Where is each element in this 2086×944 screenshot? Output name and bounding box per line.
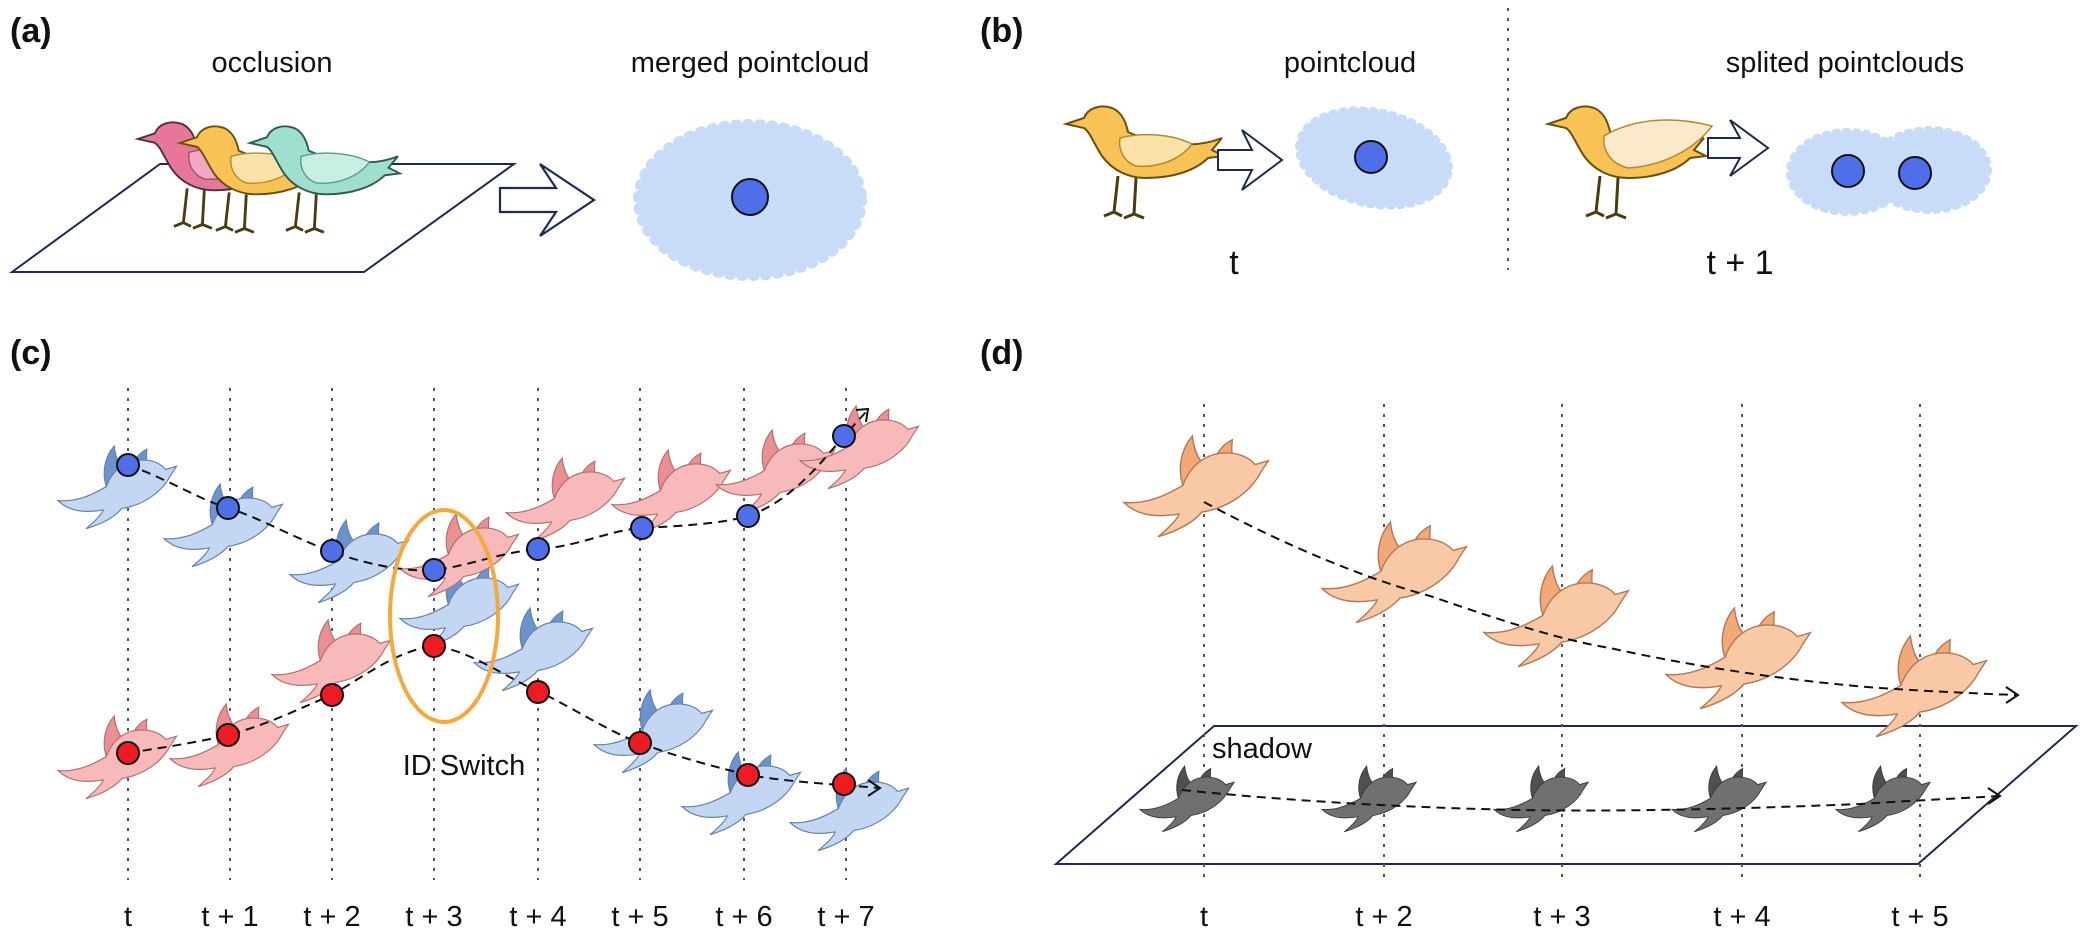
flight-trajectory	[1203, 501, 2017, 696]
ground-plane	[8, 163, 518, 273]
time-tick-label: t + 1	[201, 901, 258, 933]
blue-track-dot	[736, 504, 760, 528]
ground-plane	[1053, 725, 2079, 865]
red-track-dot	[526, 680, 550, 704]
split-pointclouds-caption: splited pointclouds	[1726, 47, 1965, 79]
peach-bird	[1483, 565, 1630, 668]
red-track-dot	[320, 683, 344, 707]
id-switch-label: ID Switch	[403, 750, 525, 782]
light-pink-bird	[715, 429, 836, 514]
pointcloud-caption: pointcloud	[1284, 47, 1416, 79]
yellow-bird-t1	[1547, 105, 1714, 220]
shadow-bird	[1671, 765, 1767, 833]
peach-bird	[1123, 435, 1270, 538]
red-track-dot	[422, 634, 446, 658]
panel-d: (d) shadow t t + 2 t + 3 t + 4 t + 5	[980, 334, 2079, 933]
time-gridlines	[1203, 404, 1921, 884]
time-tick-label: t + 4	[1713, 901, 1770, 933]
centroid-dot	[1831, 154, 1865, 188]
centroid-dot	[731, 178, 769, 216]
bird-silhouettes	[1123, 435, 1988, 833]
split-pointclouds	[1786, 126, 1992, 216]
blue-track-dot	[216, 496, 240, 520]
red-track-dot	[116, 741, 140, 765]
time-tick-label: t + 2	[1355, 901, 1412, 933]
arrow-icon	[1217, 129, 1284, 191]
panel-label: (c)	[10, 334, 52, 372]
blue-track-dot	[832, 424, 856, 448]
panel-label: (b)	[980, 12, 1023, 50]
red-track-dot	[832, 772, 856, 796]
centroid-dot	[1354, 140, 1388, 174]
time-tick-label: t + 3	[1533, 901, 1590, 933]
time-tick-label: t + 5	[1891, 901, 1948, 933]
time-tick-label: t + 4	[509, 901, 566, 933]
centroid-dot	[1898, 156, 1932, 190]
light-blue-bird	[163, 483, 284, 568]
time-tick-label: t	[124, 901, 132, 933]
peach-bird	[1665, 607, 1812, 710]
red-track-dot	[628, 731, 652, 755]
panel-a: (a) occlusion merged pointcloud	[8, 12, 870, 281]
light-blue-bird	[593, 689, 714, 774]
arrow-icon	[498, 163, 596, 237]
light-blue-bird	[681, 751, 802, 836]
blue-track-dot	[422, 558, 446, 582]
time-label-t1: t + 1	[1706, 244, 1773, 282]
panel-label: (a)	[10, 12, 52, 50]
id-switch-ellipse	[388, 508, 500, 724]
panel-b: (b) pointcloud splited pointclouds t t +…	[980, 8, 1992, 282]
arrowhead-icon	[867, 779, 882, 797]
shadow-bird	[1321, 765, 1417, 833]
panel-label: (d)	[980, 334, 1023, 372]
red-track-dot	[736, 763, 760, 787]
blue-track-dot	[116, 453, 140, 477]
time-tick-label: t + 5	[611, 901, 668, 933]
blue-track-dot	[320, 539, 344, 563]
merged-pointcloud	[633, 119, 867, 281]
shadow-bird	[1835, 765, 1931, 833]
merged-pointcloud-caption: merged pointcloud	[631, 47, 870, 79]
peach-bird	[1321, 521, 1468, 624]
time-axis-labels: t t + 1 t + 2 t + 3 t + 4 t + 5 t + 6 t + 7	[124, 901, 875, 933]
shadow-bird	[1139, 765, 1235, 833]
light-blue-bird	[473, 607, 594, 692]
peach-bird	[1841, 635, 1988, 738]
time-label-t: t	[1229, 244, 1239, 282]
time-tick-label: t + 2	[303, 901, 360, 933]
blue-track-dot	[526, 537, 550, 561]
time-tick-label: t + 3	[405, 901, 462, 933]
arrow-icon	[1707, 119, 1770, 177]
light-pink-bird	[611, 449, 732, 534]
blue-track-dot	[630, 516, 654, 540]
shadow-label: shadow	[1212, 733, 1313, 765]
time-axis-labels: t t + 2 t + 3 t + 4 t + 5	[1200, 901, 1949, 933]
arrowhead-icon	[1987, 787, 2002, 805]
red-track-dot	[216, 723, 240, 747]
occlusion-caption: occlusion	[212, 47, 333, 79]
light-pink-bird	[505, 457, 626, 542]
shadow-bird	[1493, 765, 1589, 833]
shadow-trajectory	[1181, 789, 1999, 812]
bird-silhouettes	[57, 405, 920, 852]
panel-c: (c) ID Switch t t + 1 t + 2 t + 3 t + 4 t + 5…	[10, 334, 920, 933]
arrowhead-icon	[2005, 686, 2020, 704]
arrowhead-icon	[855, 407, 870, 423]
time-tick-label: t + 7	[817, 901, 874, 933]
time-tick-label: t	[1200, 901, 1208, 933]
light-blue-bird	[57, 445, 178, 530]
track-dots	[116, 424, 856, 796]
time-tick-label: t + 6	[715, 901, 772, 933]
yellow-bird-t	[1065, 105, 1225, 220]
